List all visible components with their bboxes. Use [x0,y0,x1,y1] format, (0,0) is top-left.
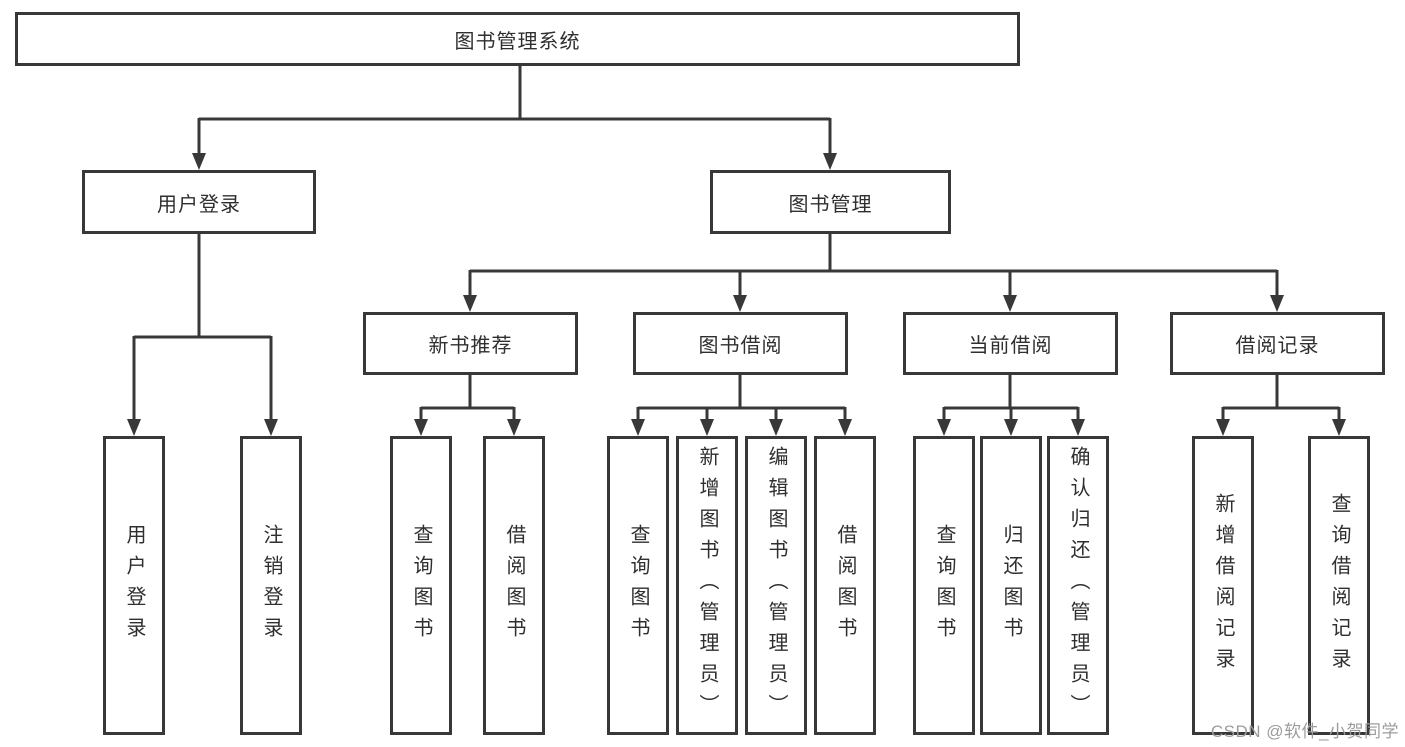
leaf-add-books-admin-label: 新增图书（管理员） [696,446,718,725]
leaf-confirm-return-admin: 确认归还（管理员） [1047,436,1109,735]
node-borrowing-records: 借阅记录 [1170,312,1385,375]
leaf-borrow-books-borrow: 借阅图书 [814,436,876,735]
leaf-query-books-borrow: 查询图书 [607,436,669,735]
node-book-borrowing: 图书借阅 [633,312,848,375]
leaf-return-books-label: 归还图书 [1000,523,1022,648]
node-current-borrowing: 当前借阅 [903,312,1118,375]
leaf-logout-login-label: 注销登录 [260,523,282,648]
node-user-login-label: 用户登录 [157,193,241,216]
leaf-borrow-books-newbook: 借阅图书 [483,436,545,735]
leaf-query-books-newbook: 查询图书 [390,436,452,735]
leaf-return-books: 归还图书 [980,436,1042,735]
leaf-logout-login: 注销登录 [240,436,302,735]
connector-arrowheads [127,153,1346,436]
leaf-add-borrow-record: 新增借阅记录 [1192,436,1254,735]
node-book-management: 图书管理 [710,170,951,234]
leaf-query-books-current-label: 查询图书 [933,523,955,648]
leaf-add-borrow-record-label: 新增借阅记录 [1212,492,1234,679]
node-current-borrowing-label: 当前借阅 [968,335,1053,357]
leaf-borrow-books-borrow-label: 借阅图书 [834,523,856,648]
leaf-query-books-borrow-label: 查询图书 [627,523,649,648]
node-library-system: 图书管理系统 [15,12,1020,66]
leaf-borrow-books-newbook-label: 借阅图书 [503,523,525,648]
leaf-add-books-admin: 新增图书（管理员） [676,436,738,735]
node-new-book-recommend: 新书推荐 [363,312,578,375]
leaf-confirm-return-admin-label: 确认归还（管理员） [1067,446,1089,725]
leaf-edit-books-admin-label: 编辑图书（管理员） [765,446,787,725]
leaf-edit-books-admin: 编辑图书（管理员） [745,436,807,735]
leaf-query-borrow-record-label: 查询借阅记录 [1328,492,1350,679]
node-book-borrowing-label: 图书借阅 [698,335,783,357]
leaf-query-books-current: 查询图书 [913,436,975,735]
csdn-watermark: CSDN @软件_小贺同学 [1210,722,1399,741]
leaf-query-borrow-record: 查询借阅记录 [1308,436,1370,735]
node-new-book-recommend-label: 新书推荐 [428,335,513,357]
node-library-system-label: 图书管理系统 [454,30,581,53]
leaf-user-login-label: 用户登录 [123,523,145,648]
leaf-user-login: 用户登录 [103,436,165,735]
node-book-management-label: 图书管理 [788,193,873,216]
node-borrowing-records-label: 借阅记录 [1235,335,1320,357]
node-user-login: 用户登录 [82,170,316,234]
leaf-query-books-newbook-label: 查询图书 [410,523,432,648]
